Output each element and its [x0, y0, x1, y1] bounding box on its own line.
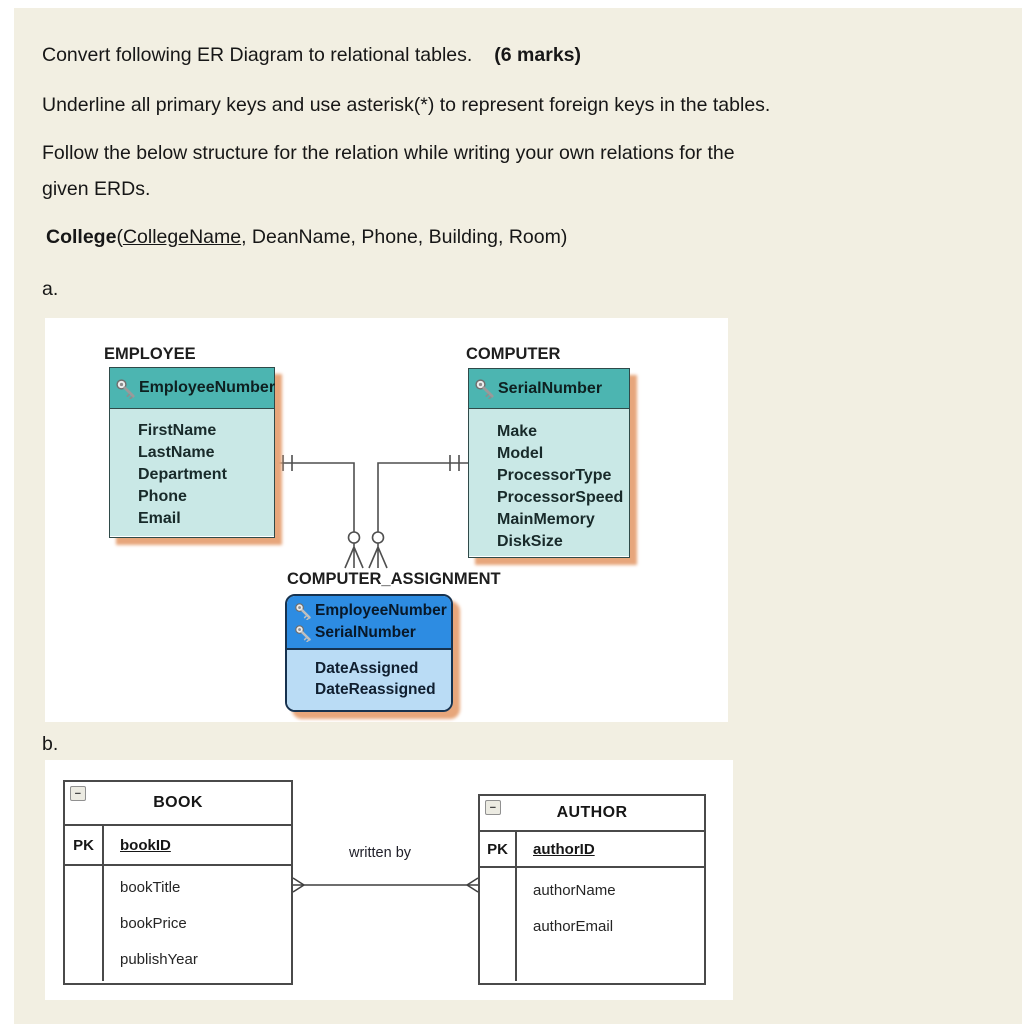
key-icon	[116, 378, 135, 399]
assignment-pk-row: EmployeeNumber	[294, 600, 451, 622]
collapse-icon: −	[485, 800, 501, 815]
computer-header: SerialNumber	[469, 369, 629, 409]
author-pk-row: PK authorID	[480, 832, 704, 868]
author-body: authorName authorEmail	[480, 868, 704, 981]
computer-attributes: Make Model ProcessorType ProcessorSpeed …	[469, 409, 629, 556]
book-attributes: bookTitle bookPrice publishYear	[104, 866, 198, 981]
book-attr: bookPrice	[120, 915, 187, 932]
assignment-attr: DateAssigned	[315, 660, 419, 677]
employee-attributes: FirstName LastName Department Phone Emai…	[110, 409, 274, 536]
assignment-header: EmployeeNumber SerialNumber	[287, 596, 451, 650]
book-pk-label: PK	[65, 826, 104, 864]
author-pk-column	[480, 868, 517, 981]
employee-entity: EmployeeNumber FirstName LastName Depart…	[109, 367, 275, 538]
key-icon	[475, 379, 494, 399]
employee-attr: FirstName	[138, 422, 217, 439]
assignment-pk-row: SerialNumber	[294, 622, 451, 644]
crows-foot-left	[344, 543, 364, 569]
author-title-row: − AUTHOR	[480, 796, 704, 832]
author-title: AUTHOR	[556, 804, 628, 821]
relation-name: College	[46, 226, 117, 248]
employee-pk: EmployeeNumber	[139, 379, 276, 396]
relationship-lines	[275, 455, 468, 569]
assignment-attributes: DateAssigned DateReassigned	[287, 650, 451, 710]
relation-other-attrs: , DeanName, Phone, Building, Room)	[241, 226, 568, 248]
author-attr: authorEmail	[533, 918, 614, 935]
computer-attr: DiskSize	[497, 533, 563, 550]
computer-attr: Make	[497, 423, 538, 440]
assignment-pk: EmployeeNumber	[315, 602, 447, 619]
book-attr: bookTitle	[120, 879, 181, 896]
employee-attr: Department	[138, 466, 227, 483]
employee-attr: LastName	[138, 444, 215, 461]
item-b-label: b.	[42, 733, 59, 755]
book-pk-name: bookID	[120, 836, 171, 854]
collapse-icon: −	[70, 786, 86, 801]
author-table: − AUTHOR PK authorID authorName authorEm…	[478, 794, 706, 985]
book-pk-row: PK bookID	[65, 826, 291, 866]
computer-attr: ProcessorType	[497, 467, 612, 484]
paren: (	[116, 226, 123, 248]
question-text: Convert following ER Diagram to relation…	[42, 44, 473, 66]
employee-entity-title: EMPLOYEE	[104, 345, 196, 363]
marks-label: (6 marks)	[494, 44, 582, 66]
relationship-line	[292, 877, 479, 893]
one-mandatory-ticks	[282, 455, 460, 471]
example-relation: College(CollegeName, DeanName, Phone, Bu…	[46, 226, 567, 249]
crows-foot-book-end	[292, 877, 305, 893]
question-line-3: Follow the below structure for the relat…	[42, 142, 735, 164]
relation-primary-key: CollegeName	[122, 226, 242, 248]
author-attr: authorName	[533, 882, 616, 899]
assignment-entity-title: COMPUTER_ASSIGNMENT	[287, 570, 501, 588]
diagram-b-image: written by − BOOK PK bookID bookTitle bo…	[45, 760, 733, 1000]
computer-assignment-entity: EmployeeNumber SerialNumber DateAssigned…	[285, 594, 453, 712]
question-line-4: given ERDs.	[42, 178, 151, 200]
crows-foot-right	[368, 543, 388, 569]
item-a-label: a.	[42, 278, 59, 300]
computer-pk: SerialNumber	[498, 379, 603, 397]
crows-foot-author-end	[466, 877, 479, 893]
key-icon	[295, 603, 311, 620]
book-pk-column	[65, 866, 104, 981]
key-icon	[295, 625, 311, 642]
book-table: − BOOK PK bookID bookTitle bookPrice pub…	[63, 780, 293, 985]
computer-entity-title: COMPUTER	[466, 345, 561, 363]
employee-header: EmployeeNumber	[110, 368, 276, 409]
computer-attr: ProcessorSpeed	[497, 489, 624, 506]
book-title-row: − BOOK	[65, 782, 291, 826]
relationship-label: written by	[348, 845, 412, 861]
author-attributes: authorName authorEmail	[517, 868, 616, 981]
author-pk-name: authorID	[533, 840, 595, 858]
author-pk-label: PK	[480, 832, 517, 866]
question-line-1: Convert following ER Diagram to relation…	[42, 44, 581, 67]
book-attr: publishYear	[120, 951, 198, 968]
computer-attr: MainMemory	[497, 511, 595, 528]
assignment-pk: SerialNumber	[315, 624, 416, 641]
book-title: BOOK	[153, 794, 203, 811]
employee-attr: Email	[138, 510, 181, 527]
assignment-attr: DateReassigned	[315, 681, 436, 698]
question-line-2: Underline all primary keys and use aster…	[42, 94, 771, 116]
computer-entity: SerialNumber Make Model ProcessorType Pr…	[468, 368, 630, 558]
computer-attr: Model	[497, 445, 544, 462]
employee-attr: Phone	[138, 488, 187, 505]
book-body: bookTitle bookPrice publishYear	[65, 866, 291, 981]
diagram-a-image: EMPLOYEE EmployeeNumber FirstName LastNa…	[45, 318, 728, 722]
